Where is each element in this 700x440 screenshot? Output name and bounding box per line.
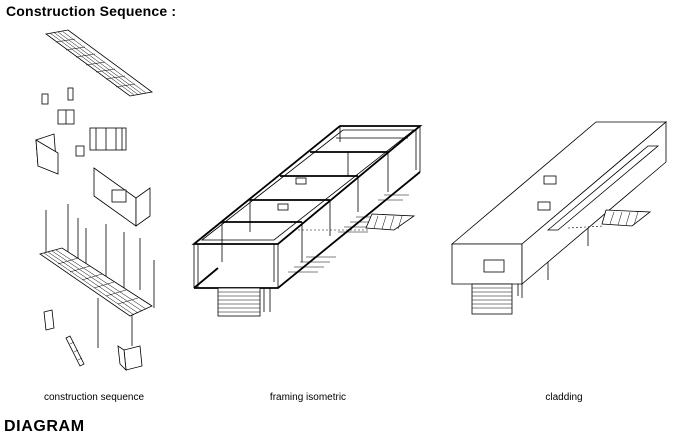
clad-volume (450, 121, 668, 285)
base-block (471, 283, 513, 315)
caption-cladding: cladding (545, 392, 583, 403)
front-window (483, 259, 505, 273)
roof-slab-top (45, 29, 153, 97)
frame-posts (193, 126, 421, 288)
stair-ramp (567, 209, 652, 229)
base-blocks (43, 309, 143, 372)
roof-box-1 (295, 177, 307, 185)
cladding-drawing (450, 121, 668, 315)
columns (45, 204, 155, 348)
page-title: Construction Sequence : (6, 3, 177, 19)
stair-element (65, 335, 85, 367)
clad-posts (517, 228, 589, 298)
end-wall-left (35, 133, 59, 175)
construction-sequence-drawing (35, 29, 155, 372)
roof-box-1 (543, 175, 557, 185)
stair-ramp (298, 213, 416, 231)
framing-isometric-drawing (191, 125, 423, 317)
window-elements (41, 87, 75, 125)
end-wall-right (93, 167, 151, 227)
wall-panels (75, 127, 127, 157)
base-block (217, 287, 271, 317)
caption-framing-isometric: framing isometric (269, 392, 347, 403)
diagram-label: DIAGRAM (4, 418, 85, 435)
floor-slab-lower (39, 247, 153, 317)
caption-construction-sequence: construction sequence (43, 392, 145, 403)
roof-box-2 (277, 203, 289, 211)
roof-box-2 (537, 201, 551, 211)
floor-hatching (288, 194, 409, 273)
